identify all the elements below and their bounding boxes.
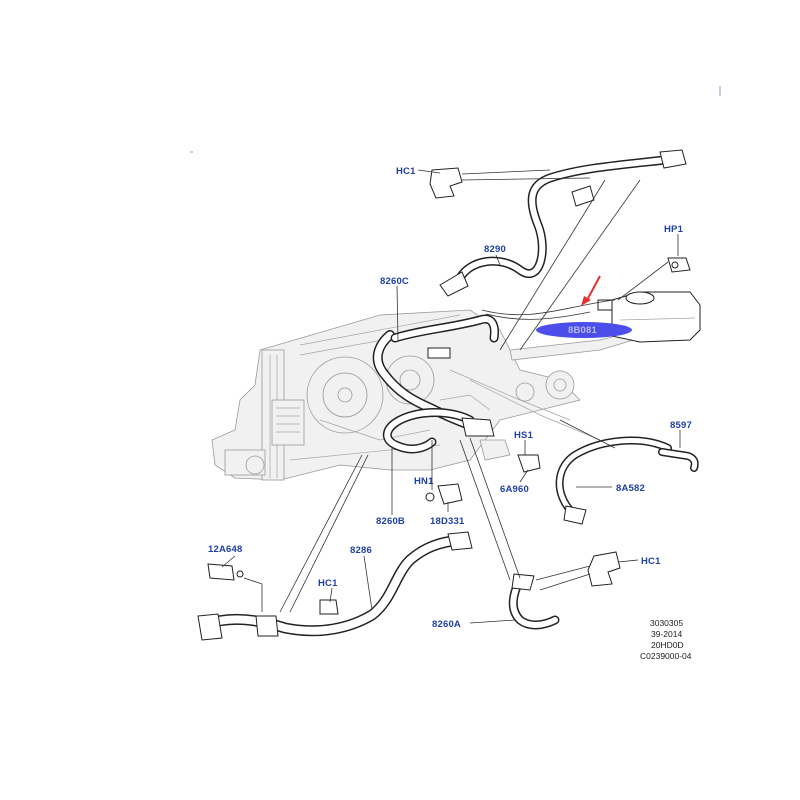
red-pointer-arrow [585, 275, 601, 303]
hp1-sensor [667, 257, 691, 273]
ref-line-1: 3030305 [650, 618, 683, 628]
ref-line-2: 39-2014 [651, 629, 682, 639]
sensor-12a648 [207, 563, 244, 581]
callout-8286: 8286 [350, 545, 372, 556]
callout-hp1: HP1 [664, 224, 684, 235]
hose-8260b [382, 408, 495, 454]
callout-6a960: 6A960 [500, 484, 529, 495]
ref-line-3: 20HD0D [651, 640, 684, 650]
hose-8286 [197, 531, 473, 641]
bracket-18d331 [437, 483, 463, 505]
callout-hc1-top: HC1 [396, 166, 416, 177]
highlight-ellipse [536, 322, 632, 338]
hc1-top-clip [429, 167, 463, 199]
hc1-right-clip [587, 551, 621, 587]
callout-hc1-bottom: HC1 [318, 578, 338, 589]
leader-lines [221, 169, 681, 624]
module-box [271, 399, 305, 446]
harness-wire [481, 299, 616, 316]
callout-8260b: 8260B [376, 516, 405, 527]
hs1-clip [517, 454, 541, 473]
engine-radiator-assembly [211, 309, 641, 481]
callout-8597: 8597 [670, 420, 692, 431]
callout-8260a: 8260A [432, 619, 461, 630]
hn1-nut [425, 492, 435, 502]
callout-12a648: 12A648 [208, 544, 242, 555]
callout-18d331: 18D331 [430, 516, 465, 527]
hose-8260a [508, 573, 560, 630]
hose-8a582 [555, 436, 672, 525]
callout-8290: 8290 [484, 244, 506, 255]
callout-8a582: 8A582 [616, 483, 645, 494]
callout-hn1: HN1 [414, 476, 434, 487]
pipe-8597 [658, 448, 699, 472]
callout-hs1: HS1 [514, 430, 534, 441]
hc1-bottom-clip [319, 599, 339, 615]
hose-8290 [439, 149, 687, 297]
red-pointer-arrowhead [581, 296, 591, 306]
callout-8260c: 8260C [380, 276, 409, 287]
reference-block: 3030305 39-2014 20HD0D C0239000-04 [640, 618, 692, 661]
ref-line-4: C0239000-04 [640, 651, 692, 661]
callout-hc1-right: HC1 [641, 556, 661, 567]
callout-8b081: 8B081 [568, 325, 598, 336]
harness-wire [485, 311, 591, 320]
expansion-tank [597, 291, 701, 343]
